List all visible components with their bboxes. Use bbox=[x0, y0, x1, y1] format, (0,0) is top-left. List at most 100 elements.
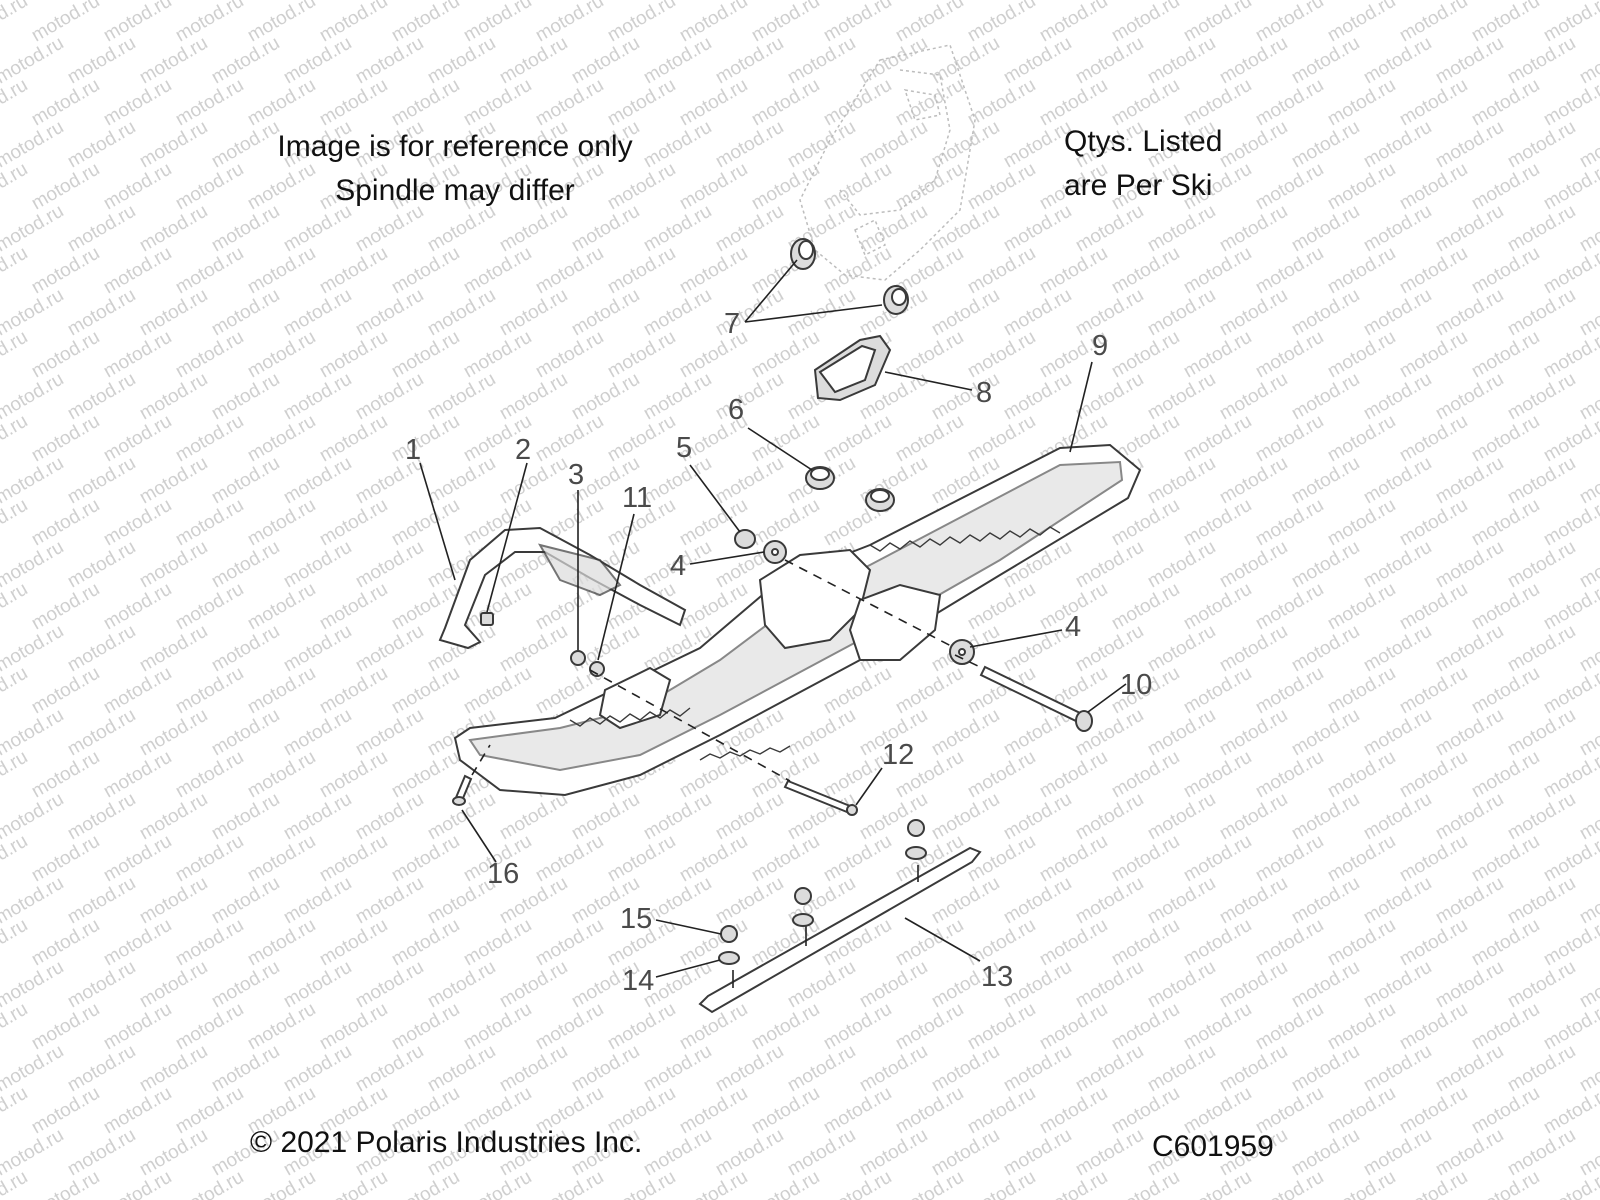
watermark-text: motod.ru bbox=[964, 159, 1039, 215]
callout-1: 1 bbox=[405, 434, 421, 466]
pin-12 bbox=[783, 779, 858, 816]
watermark-text: motod.ru bbox=[496, 1041, 571, 1097]
watermark-text: motod.ru bbox=[208, 1041, 283, 1097]
watermark-text: motod.ru bbox=[316, 579, 391, 635]
watermark-text: motod.ru bbox=[928, 1041, 1003, 1097]
watermark-text: motod.ru bbox=[352, 873, 427, 929]
watermark-text: motod.ru bbox=[1252, 243, 1327, 299]
watermark-text: motod.ru bbox=[964, 1083, 1039, 1139]
watermark-text: motod.ru bbox=[964, 999, 1039, 1055]
watermark-text: motod.ru bbox=[1432, 705, 1507, 761]
watermark-text: motod.ru bbox=[1180, 1167, 1255, 1200]
watermark-text: motod.ru bbox=[64, 201, 139, 257]
watermark-text: motod.ru bbox=[136, 705, 211, 761]
watermark-text: motod.ru bbox=[244, 747, 319, 803]
watermark-text: motod.ru bbox=[244, 75, 319, 131]
watermark-text: motod.ru bbox=[316, 999, 391, 1055]
watermark-text: motod.ru bbox=[316, 831, 391, 887]
watermark-text: motod.ru bbox=[1144, 453, 1219, 509]
watermark-text: motod.ru bbox=[604, 75, 679, 131]
watermark-text: motod.ru bbox=[712, 33, 787, 89]
watermark-text: motod.ru bbox=[460, 999, 535, 1055]
watermark-text: motod.ru bbox=[1468, 915, 1543, 971]
watermark-text: motod.ru bbox=[856, 1041, 931, 1097]
watermark-text: motod.ru bbox=[1180, 411, 1255, 467]
watermark-text: motod.ru bbox=[1504, 369, 1579, 425]
watermark-text: motod.ru bbox=[424, 453, 499, 509]
watermark-text: motod.ru bbox=[1216, 1041, 1291, 1097]
watermark-text: motod.ru bbox=[1108, 747, 1183, 803]
watermark-text: motod.ru bbox=[928, 201, 1003, 257]
watermark-text: motod.ru bbox=[1324, 747, 1399, 803]
watermark-text: motod.ru bbox=[1216, 957, 1291, 1013]
watermark-text: motod.ru bbox=[496, 285, 571, 341]
watermark-text: motod.ru bbox=[1000, 369, 1075, 425]
watermark-text: motod.ru bbox=[712, 369, 787, 425]
watermark-text: motod.ru bbox=[64, 537, 139, 593]
watermark-text: motod.ru bbox=[748, 1083, 823, 1139]
spacer-6 bbox=[805, 466, 895, 512]
watermark-text: motod.ru bbox=[496, 369, 571, 425]
watermark-text: motod.ru bbox=[172, 831, 247, 887]
watermark-text: motod.ru bbox=[892, 663, 967, 719]
watermark-text: motod.ru bbox=[136, 369, 211, 425]
watermark-text: motod.ru bbox=[460, 663, 535, 719]
watermark-text: motod.ru bbox=[820, 243, 895, 299]
watermark-text: motod.ru bbox=[1180, 495, 1255, 551]
watermark-text: motod.ru bbox=[172, 747, 247, 803]
watermark-text: motod.ru bbox=[244, 915, 319, 971]
watermark-text: motod.ru bbox=[676, 0, 751, 46]
watermark-text: motod.ru bbox=[1432, 537, 1507, 593]
watermark-text: motod.ru bbox=[1216, 201, 1291, 257]
watermark-text: motod.ru bbox=[1252, 915, 1327, 971]
wear-bar-13 bbox=[698, 846, 982, 1014]
watermark-text: motod.ru bbox=[1072, 33, 1147, 89]
callout-7: 7 bbox=[724, 308, 740, 340]
watermark-text: motod.ru bbox=[820, 0, 895, 46]
watermark-text: motod.ru bbox=[964, 0, 1039, 46]
watermark-text: motod.ru bbox=[208, 453, 283, 509]
watermark-text: motod.ru bbox=[316, 495, 391, 551]
watermark-text: motod.ru bbox=[784, 33, 859, 89]
watermark-text: motod.ru bbox=[1576, 0, 1600, 4]
watermark-text: motod.ru bbox=[964, 747, 1039, 803]
watermark-text: motod.ru bbox=[460, 243, 535, 299]
watermark-text: motod.ru bbox=[1360, 453, 1435, 509]
watermark-text: motod.ru bbox=[388, 1167, 463, 1200]
watermark-text: motod.ru bbox=[1324, 999, 1399, 1055]
watermark-text: motod.ru bbox=[1108, 915, 1183, 971]
watermark-text: motod.ru bbox=[604, 0, 679, 46]
watermark-text: motod.ru bbox=[1432, 873, 1507, 929]
watermark-text: motod.ru bbox=[1468, 663, 1543, 719]
watermark-text: motod.ru bbox=[1180, 663, 1255, 719]
watermark-text: motod.ru bbox=[136, 873, 211, 929]
watermark-text: motod.ru bbox=[64, 957, 139, 1013]
watermark-text: motod.ru bbox=[100, 0, 175, 46]
watermark-text: motod.ru bbox=[1504, 621, 1579, 677]
watermark-text: motod.ru bbox=[640, 1041, 715, 1097]
watermark-text: motod.ru bbox=[1288, 537, 1363, 593]
watermark-text: motod.ru bbox=[820, 831, 895, 887]
watermark-text: motod.ru bbox=[0, 159, 31, 215]
watermark-text: motod.ru bbox=[1108, 831, 1183, 887]
watermark-text: motod.ru bbox=[1144, 33, 1219, 89]
watermark-text: motod.ru bbox=[0, 747, 31, 803]
watermark-text: motod.ru bbox=[1108, 1167, 1183, 1200]
watermark-text: motod.ru bbox=[1468, 327, 1543, 383]
watermark-text: motod.ru bbox=[748, 411, 823, 467]
watermark-text: motod.ru bbox=[1432, 117, 1507, 173]
watermark-text: motod.ru bbox=[316, 1167, 391, 1200]
watermark-text: motod.ru bbox=[1252, 159, 1327, 215]
watermark-text: motod.ru bbox=[784, 117, 859, 173]
watermark-text: motod.ru bbox=[1036, 831, 1111, 887]
watermark-text: motod.ru bbox=[316, 243, 391, 299]
spindle-ghost bbox=[799, 44, 976, 281]
watermark-text: motod.ru bbox=[172, 75, 247, 131]
watermark-text: motod.ru bbox=[1000, 33, 1075, 89]
callout-4a: 4 bbox=[670, 550, 686, 582]
watermark-text: motod.ru bbox=[892, 0, 967, 46]
watermark-text: motod.ru bbox=[1252, 411, 1327, 467]
watermark-text: motod.ru bbox=[1180, 0, 1255, 46]
watermark-text: motod.ru bbox=[1504, 285, 1579, 341]
watermark-text: motod.ru bbox=[1468, 75, 1543, 131]
